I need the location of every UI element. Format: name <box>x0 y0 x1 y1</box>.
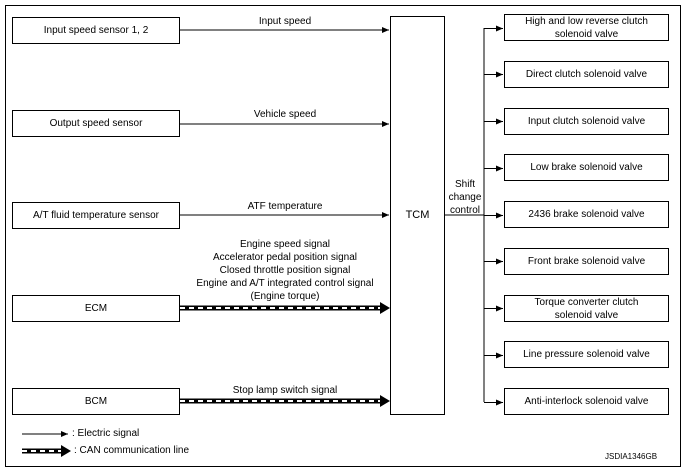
ecm-signal-line: Engine speed signal <box>239 239 331 250</box>
legend-can-label: : CAN communication line <box>74 445 190 456</box>
ecm-signal-line: Closed throttle position signal <box>219 265 351 276</box>
output-solenoid-label: 2436 brake solenoid valve <box>528 208 644 221</box>
shift-label-line: change <box>448 192 482 203</box>
legend-electric-label: : Electric signal <box>72 428 140 439</box>
outer-border <box>5 5 681 467</box>
output-solenoid-box: 2436 brake solenoid valve <box>504 201 669 228</box>
legend-can-arrow <box>61 445 71 457</box>
input-speed-sensor-box: Input speed sensor 1, 2 <box>12 17 180 44</box>
output-solenoid-label: Direct clutch solenoid valve <box>526 68 647 81</box>
shift-label-line: control <box>449 205 480 216</box>
atf-temp-sensor-box: A/T fluid temperature sensor <box>12 202 180 229</box>
output-solenoid-label-line: Front brake solenoid valve <box>527 256 646 267</box>
signal-vehicle-speed: Vehicle speed <box>253 109 317 120</box>
bcm-label: BCM <box>84 396 108 407</box>
output-solenoid-label-line: Direct clutch solenoid valve <box>525 69 648 80</box>
output-arrows <box>484 25 503 406</box>
atf-temp-sensor-label: A/T fluid temperature sensor <box>33 210 159 221</box>
output-solenoid-label-line: solenoid valve <box>554 309 619 321</box>
ecm-signal-line: Accelerator pedal position signal <box>213 252 357 263</box>
output-solenoid-label-line: Input clutch solenoid valve <box>527 116 646 127</box>
output-solenoid-label-line: High and low reverse clutch <box>525 15 648 27</box>
output-solenoid-label: Anti-interlock solenoid valve <box>525 395 649 408</box>
output-solenoid-label-line: 2436 brake solenoid valve <box>528 209 645 220</box>
output-solenoid-label-line: solenoid valve <box>554 28 619 40</box>
ecm-label: ECM <box>84 303 108 314</box>
output-solenoid-label: Front brake solenoid valve <box>528 255 645 268</box>
shift-label-line: Shift <box>454 179 475 190</box>
diagram-code: JSDIA1346GB <box>605 452 658 461</box>
ecm-box: ECM <box>12 295 180 322</box>
output-solenoid-label-line: Line pressure solenoid valve <box>523 349 650 360</box>
output-solenoid-label-line: Torque converter clutch <box>534 296 639 308</box>
output-speed-sensor-label: Output speed sensor <box>49 118 143 129</box>
output-solenoid-box: Low brake solenoid valve <box>504 154 669 181</box>
output-solenoid-box: Input clutch solenoid valve <box>504 108 669 135</box>
tcm-label: TCM <box>405 209 430 221</box>
signal-stop-lamp: Stop lamp switch signal <box>232 385 338 396</box>
tcm-box: TCM <box>390 16 445 415</box>
output-solenoid-box: Direct clutch solenoid valve <box>504 61 669 88</box>
input-speed-sensor-label: Input speed sensor 1, 2 <box>43 25 149 36</box>
shift-change-control-label: Shift change control <box>446 178 484 217</box>
can-arrow-ecm <box>380 302 390 314</box>
signal-input-speed: Input speed <box>258 16 312 27</box>
output-solenoid-box: Anti-interlock solenoid valve <box>504 388 669 415</box>
output-solenoid-label: Input clutch solenoid valve <box>528 115 645 128</box>
bcm-box: BCM <box>12 388 180 415</box>
output-solenoid-box: Front brake solenoid valve <box>504 248 669 275</box>
can-arrow-bcm <box>380 395 390 407</box>
output-solenoid-label: Low brake solenoid valve <box>530 161 642 174</box>
output-speed-sensor-box: Output speed sensor <box>12 110 180 137</box>
ecm-signal-line: (Engine torque) <box>250 291 320 302</box>
output-solenoid-label: Line pressure solenoid valve <box>523 348 650 361</box>
ecm-signal-line: Engine and A/T integrated control signal <box>196 278 374 289</box>
ecm-signal-list: Engine speed signal Accelerator pedal po… <box>180 238 390 303</box>
output-solenoid-label-line: Anti-interlock solenoid valve <box>524 396 649 407</box>
output-solenoid-label-line: Low brake solenoid valve <box>530 162 643 173</box>
output-solenoid-box: Line pressure solenoid valve <box>504 341 669 368</box>
signal-atf-temperature: ATF temperature <box>247 201 323 212</box>
